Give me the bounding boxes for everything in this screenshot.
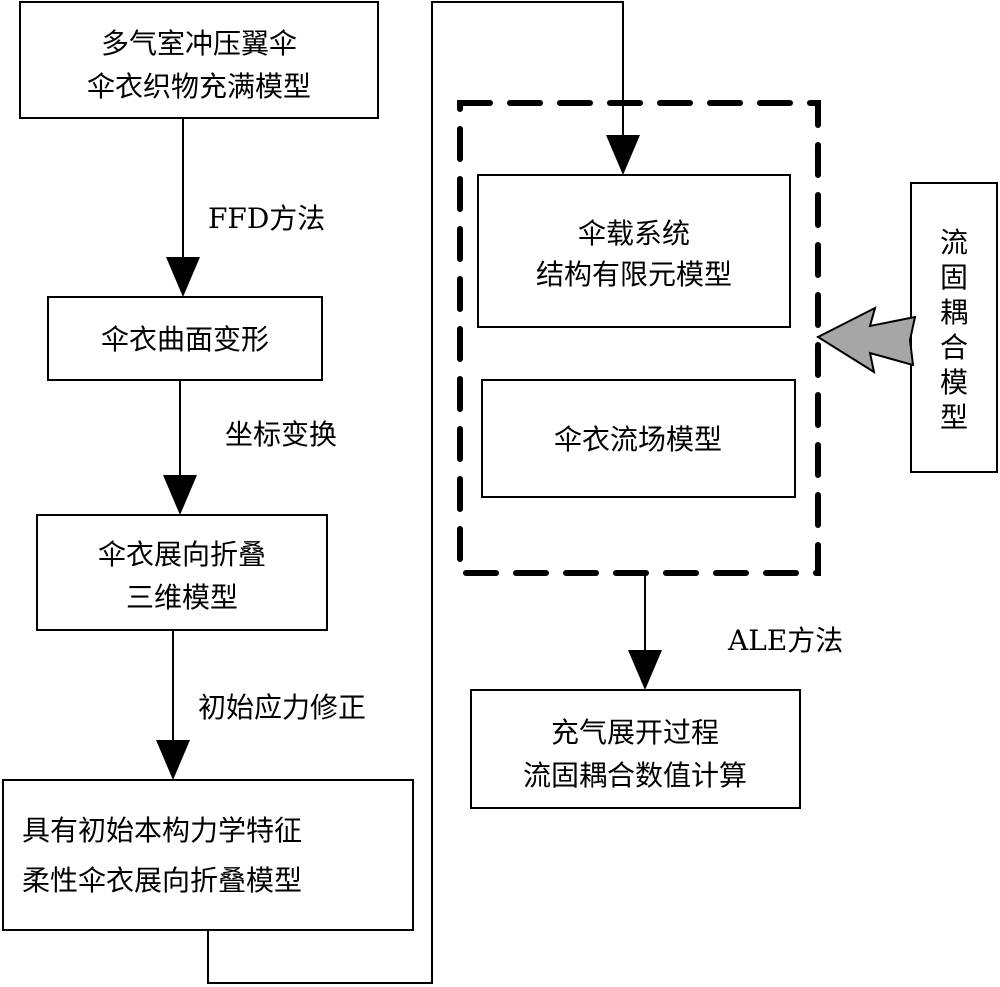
node-structure-fem bbox=[477, 174, 791, 328]
connector-to-fsi bbox=[207, 1, 624, 984]
coupling-arrow-icon bbox=[815, 306, 917, 375]
node-fabric-model-line1: 多气室冲压翼伞 bbox=[101, 27, 297, 60]
node-fsi-model-text: 流 固 耦 合 模 型 bbox=[940, 226, 968, 434]
fsi-char: 型 bbox=[940, 401, 968, 434]
label-stress: 初始应力修正 bbox=[198, 691, 366, 724]
fsi-char: 耦 bbox=[940, 296, 968, 329]
node-fabric-model bbox=[19, 1, 379, 119]
arrowhead bbox=[156, 740, 190, 780]
node-result bbox=[470, 689, 801, 809]
fsi-char: 固 bbox=[940, 261, 968, 294]
arrowhead bbox=[166, 257, 200, 297]
label-coord: 坐标变换 bbox=[225, 418, 337, 451]
label-ffd: FFD方法 bbox=[208, 202, 325, 235]
fsi-group-dashed-box bbox=[457, 100, 821, 576]
node-folding-3d-line1: 伞衣展向折叠 bbox=[98, 538, 266, 571]
node-flexible-model-line2: 柔性伞衣展向折叠模型 bbox=[22, 864, 302, 897]
fsi-char: 流 bbox=[940, 226, 968, 259]
arrowhead bbox=[606, 135, 640, 175]
arrowhead bbox=[628, 650, 662, 690]
node-flexible-model-line1: 具有初始本构力学特征 bbox=[22, 814, 302, 847]
node-surface-deform bbox=[47, 296, 323, 381]
node-result-line1: 充气展开过程 bbox=[551, 716, 719, 749]
node-flexible-model bbox=[2, 779, 414, 931]
node-result-line2: 流固耦合数值计算 bbox=[523, 759, 747, 792]
node-fabric-model-line2: 伞衣织物充满模型 bbox=[87, 70, 311, 103]
label-ale: ALE方法 bbox=[727, 624, 843, 657]
node-structure-fem-line2: 结构有限元模型 bbox=[536, 258, 732, 291]
node-flow-field-text: 伞衣流场模型 bbox=[554, 423, 722, 456]
node-flow-field bbox=[481, 379, 796, 498]
fsi-char: 合 bbox=[940, 331, 968, 364]
node-folding-3d bbox=[36, 514, 328, 631]
arrowhead bbox=[163, 475, 197, 515]
node-folding-3d-line2: 三维模型 bbox=[126, 581, 238, 614]
node-surface-deform-text: 伞衣曲面变形 bbox=[101, 323, 269, 356]
fsi-char: 模 bbox=[940, 366, 968, 399]
node-structure-fem-line1: 伞载系统 bbox=[578, 217, 690, 250]
